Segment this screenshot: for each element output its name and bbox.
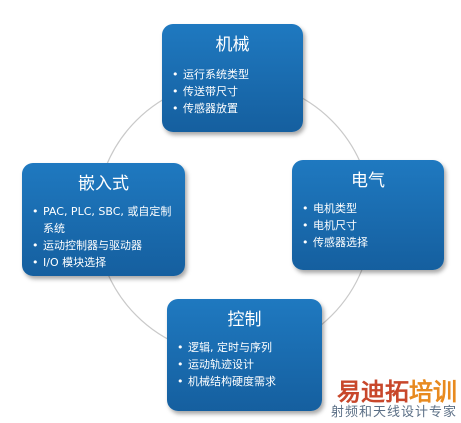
- bullet-icon: •: [302, 202, 309, 215]
- control-list: •逻辑, 定时与序列 •运动轨迹设计 •机械结构硬度需求: [167, 339, 322, 390]
- bullet-icon: •: [302, 236, 309, 249]
- list-item: •传感器选择: [302, 236, 368, 249]
- bullet-icon: •: [172, 85, 179, 98]
- electrical-title: 电气: [351, 171, 385, 191]
- list-item: •机械结构硬度需求: [177, 375, 276, 388]
- bullet-icon: •: [177, 375, 184, 388]
- bullet-icon: •: [32, 239, 39, 252]
- electrical-list: •电机类型 •电机尺寸 •传感器选择: [292, 200, 444, 251]
- list-item: •运行系统类型: [172, 68, 249, 81]
- list-item: •运动轨迹设计: [177, 358, 254, 371]
- watermark-logo: 易迪拓培训: [337, 378, 457, 406]
- list-item: •PAC, PLC, SBC, 或自定制系统: [32, 205, 172, 235]
- list-item: •传感器放置: [172, 102, 238, 115]
- list-item: •I/O 模块选择: [32, 256, 107, 269]
- list-item: •电机尺寸: [302, 219, 357, 232]
- bullet-icon: •: [32, 256, 39, 269]
- bullet-icon: •: [172, 68, 179, 81]
- list-item: •电机类型: [302, 202, 357, 215]
- control-title: 控制: [227, 310, 262, 330]
- list-item: •传送带尺寸: [172, 85, 238, 98]
- watermark: 易迪拓培训 射频和天线设计专家: [331, 379, 457, 421]
- electrical-box: 电气 •电机类型 •电机尺寸 •传感器选择: [292, 160, 444, 270]
- mechanical-title: 机械: [215, 35, 250, 55]
- embedded-box: 嵌入式 •PAC, PLC, SBC, 或自定制系统 •运动控制器与驱动器 •I…: [22, 163, 185, 276]
- bullet-icon: •: [177, 341, 184, 354]
- embedded-title: 嵌入式: [78, 174, 129, 194]
- bullet-icon: •: [172, 102, 179, 115]
- mechanical-box: 机械 •运行系统类型 •传送带尺寸 •传感器放置: [162, 24, 303, 132]
- control-box: 控制 •逻辑, 定时与序列 •运动轨迹设计 •机械结构硬度需求: [167, 299, 322, 411]
- list-item: •逻辑, 定时与序列: [177, 341, 272, 354]
- watermark-tagline: 射频和天线设计专家: [330, 405, 457, 420]
- bullet-icon: •: [32, 205, 39, 218]
- bullet-icon: •: [302, 219, 309, 232]
- embedded-list: •PAC, PLC, SBC, 或自定制系统 •运动控制器与驱动器 •I/O 模…: [22, 203, 185, 271]
- list-item: •运动控制器与驱动器: [32, 239, 142, 252]
- mechanical-list: •运行系统类型 •传送带尺寸 •传感器放置: [162, 64, 303, 117]
- bullet-icon: •: [177, 358, 184, 371]
